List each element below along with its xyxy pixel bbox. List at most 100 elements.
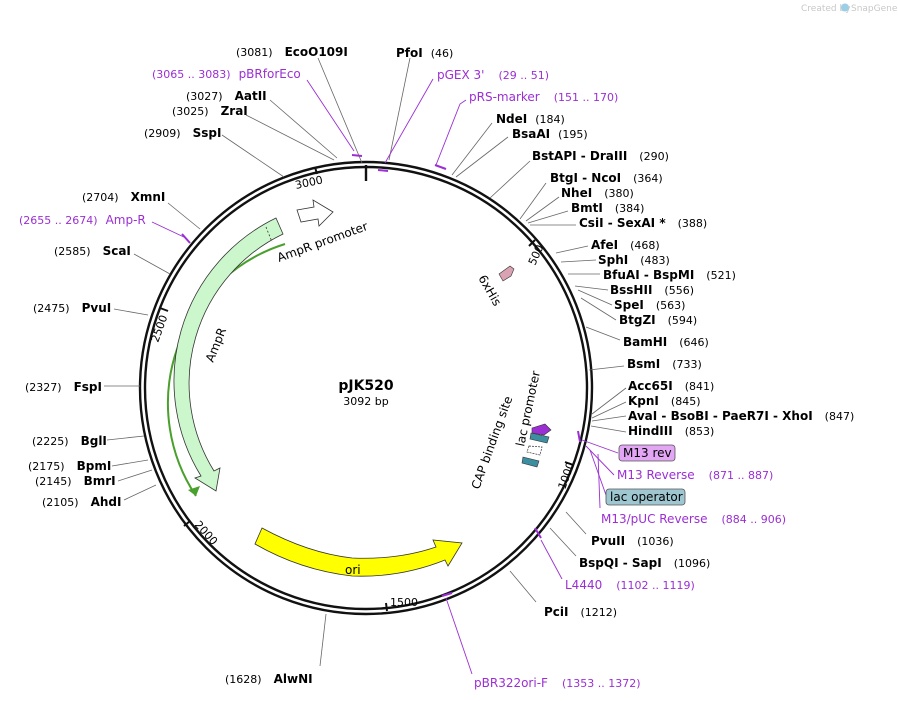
leader-pvuii [565,511,587,535]
feature-lac-promoter-arrow[interactable] [526,445,543,456]
enzyme-site-hindiii[interactable]: HindIII(853) [628,424,714,438]
tick-label-1500: 1500 [390,596,418,609]
enzyme-site-bamhi[interactable]: BamHI(646) [623,335,709,349]
enzyme-site-fspi[interactable]: (2327)FspI [25,380,102,394]
feature-ampr-arrow[interactable] [173,217,284,492]
enzyme-site-bgli[interactable]: (2225)BglI [32,434,107,448]
leader-xmni [167,202,201,230]
plasmid-length: 3092 bp [343,395,388,408]
feature-ampr-promoter-arrow[interactable] [296,199,334,227]
primer-labels: (3065 .. 3083)pBRforEco pGEX 3'(29 .. 51… [19,67,786,690]
leader-alwni [319,613,327,667]
leader-bstapi [489,160,531,199]
enzyme-site-pvuii[interactable]: PvuII(1036) [591,534,674,548]
enzyme-site-bpmi[interactable]: (2175)BpmI [28,459,111,473]
enzyme-site-bstapi-draiii[interactable]: BstAPI - DraIII(290) [532,149,669,163]
enzyme-site-aatii[interactable]: (3027)AatII [186,89,267,103]
box-m13-rev[interactable] [618,444,676,462]
leader-bsmi [588,365,625,371]
leader-prs-marker [435,99,467,166]
credit-prefix: Created by [801,4,851,14]
leader-bpmi [111,459,149,467]
leader-pfoi [388,57,411,161]
enzyme-labels-right: PfoI(46) NdeI(184) BsaAI(195) BstAPI - D… [396,46,854,619]
leader-bmri [117,469,153,482]
enzyme-site-xmni[interactable]: (2704)XmnI [82,190,165,204]
enzyme-site-btgi-ncoi[interactable]: BtgI - NcoI(364) [550,171,663,185]
enzyme-site-bmri[interactable]: (2145)BmrI [35,474,116,488]
enzyme-site-pfoi[interactable]: PfoI(46) [396,46,453,60]
enzyme-site-scai[interactable]: (2585)ScaI [54,244,131,258]
primer-prs-marker[interactable]: pRS-marker(151 .. 170) [469,90,618,104]
enzyme-site-spei[interactable]: SpeI(563) [614,298,685,312]
feature-label-ori: ori [345,563,361,577]
enzyme-site-btgzi[interactable]: BtgZI(594) [619,313,697,327]
tick-label-3000: 3000 [294,173,324,192]
leader-ndei [451,122,493,176]
enzyme-site-bsmi[interactable]: BsmI(733) [627,357,702,371]
enzyme-site-bsshii[interactable]: BssHII(556) [610,283,694,297]
primer-pgex3[interactable]: pGEX 3'(29 .. 51) [437,68,549,82]
enzyme-site-alwni[interactable]: (1628)AlwNI [225,672,313,686]
feature-ampr-direction-arrowhead [188,486,200,496]
primer-pbr322ori-f[interactable]: pBR322ori-F(1353 .. 1372) [474,676,641,690]
tick-mark-3000 [314,166,318,175]
primer-amp-r[interactable]: (2655 .. 2674)Amp-R [19,213,146,227]
enzyme-site-acc65i[interactable]: Acc65I(841) [628,379,714,393]
enzyme-site-csii-sexai[interactable]: CsiI - SexAI *(388) [579,216,707,230]
leader-nhei [525,196,560,222]
primer-m13-puc-reverse[interactable]: M13/pUC Reverse(884 .. 906) [601,512,786,526]
enzyme-leader-lines [104,57,627,667]
enzyme-site-pvui[interactable]: (2475)PvuI [33,301,111,315]
leader-ecoo109i [317,57,363,164]
marker-pbr322ori-f [441,592,453,597]
marker-pgex3 [377,169,389,172]
enzyme-site-bspqi-sapi[interactable]: BspQI - SapI(1096) [579,556,710,570]
leader-avai [591,415,627,422]
enzyme-site-ndei[interactable]: NdeI(184) [496,112,565,126]
primer-m13-reverse[interactable]: M13 Reverse(871 .. 887) [617,468,773,482]
feature-label-cap-binding-site: CAP binding site [469,394,516,491]
enzyme-site-bfuai-bspmi[interactable]: BfuAI - BspMI(521) [603,268,736,282]
leader-bspqi [549,527,577,557]
leader-amp-r [151,221,187,239]
enzyme-site-kpni[interactable]: KpnI(845) [628,394,701,408]
primer-l4440[interactable]: L4440(1102 .. 1119) [565,578,695,592]
feature-lac-promoter-block[interactable] [521,456,540,468]
marker-pbrforeco [351,154,363,157]
enzyme-site-bmti[interactable]: BmtI(384) [571,201,644,215]
box-lac-operator[interactable] [605,488,686,506]
leader-afei [555,245,589,254]
enzyme-site-avai-bsobi-paer7i-xhoi[interactable]: AvaI - BsoBI - PaeR7I - XhoI(847) [628,409,854,423]
enzyme-site-zrai[interactable]: (3025)ZraI [172,104,248,118]
enzyme-labels-left: (3081)EcoO109I (3027)AatII (3025)ZraI (2… [25,45,348,686]
enzyme-site-pcii[interactable]: PciI(1212) [544,605,617,619]
leader-btgi [519,182,547,220]
marker-amp-r [181,233,191,244]
leader-m13-rev [581,439,619,454]
leader-bmti [527,210,569,224]
leader-pbr322ori-f [445,597,473,675]
box-label-m13-rev: M13 rev [623,446,672,460]
feature-ori-arrow[interactable] [254,527,463,577]
leader-sspi [221,134,285,178]
feature-cap-binding-site[interactable] [529,432,550,444]
enzyme-site-sphi[interactable]: SphI(483) [598,253,670,267]
feature-6xhis-arrow[interactable] [498,265,515,282]
enzyme-site-ecoo109i[interactable]: (3081)EcoO109I [236,45,348,59]
primer-pbrforeco[interactable]: (3065 .. 3083)pBRforEco [152,67,301,81]
feature-ampr-boundary [265,226,273,243]
leader-kpni [591,401,627,419]
credit-brand: SnapGene [851,4,898,14]
marker-prs-marker [434,164,447,170]
enzyme-site-bsaai[interactable]: BsaAI(195) [512,127,588,141]
enzyme-site-sspi[interactable]: (2909)SspI [144,126,221,140]
enzyme-site-afei[interactable]: AfeI(468) [591,238,660,252]
enzyme-site-nhei[interactable]: NheI(380) [561,186,634,200]
tick-mark-500 [528,239,536,247]
enzyme-site-ahdi[interactable]: (2105)AhdI [42,495,121,509]
leader-sphi [560,259,597,263]
leader-pgex3 [384,78,434,164]
marker-m13-rev [577,430,581,443]
